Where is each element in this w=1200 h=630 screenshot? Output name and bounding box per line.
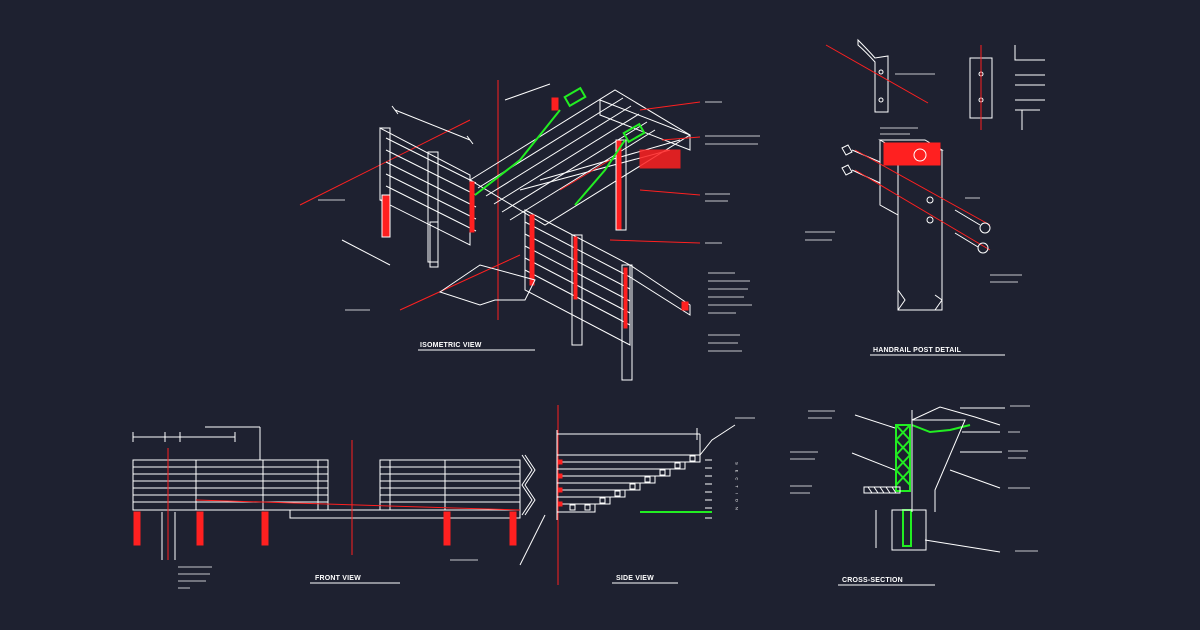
front-dimensions xyxy=(132,426,261,589)
isometric-view: ISOMETRIC VIEW xyxy=(299,80,760,381)
cross-slab xyxy=(863,486,901,494)
iso-left-rails xyxy=(379,127,477,263)
iso-landing-plate xyxy=(438,264,536,306)
side-view-title: SIDE VIEW xyxy=(616,575,654,582)
isometric-view-title: ISOMETRIC VIEW xyxy=(420,342,482,349)
handrail-post-detail: HANDRAIL POST DETAIL xyxy=(805,38,1045,356)
handrail-bolts xyxy=(841,144,991,254)
side-view: SECTION SIDE VIEW xyxy=(450,405,755,585)
iso-callouts xyxy=(318,101,760,352)
front-left-rails xyxy=(132,459,329,511)
cross-green-post xyxy=(895,424,912,547)
side-stair-nosings xyxy=(569,455,696,511)
side-level-ticks xyxy=(705,459,712,519)
front-posts xyxy=(133,511,517,546)
cross-section: CROSS-SECTION xyxy=(790,405,1038,586)
iso-tread-block xyxy=(524,139,691,381)
side-stair-steps xyxy=(556,454,701,513)
side-red-bolts xyxy=(557,459,563,507)
cross-callouts xyxy=(790,405,1038,553)
iso-red-bolts xyxy=(469,97,689,311)
cross-section-title: CROSS-SECTION xyxy=(842,577,903,584)
front-stringer xyxy=(289,509,521,519)
front-view: FRONT VIEW xyxy=(132,426,533,589)
side-vertical-label: SECTION xyxy=(735,462,740,515)
front-view-title: FRONT VIEW xyxy=(315,575,361,582)
handrail-detail-title: HANDRAIL POST DETAIL xyxy=(873,347,962,354)
iso-left-legs xyxy=(381,194,439,268)
cross-footing xyxy=(891,509,927,551)
iso-dimensions xyxy=(341,83,551,266)
iso-green-handrail xyxy=(474,86,646,206)
